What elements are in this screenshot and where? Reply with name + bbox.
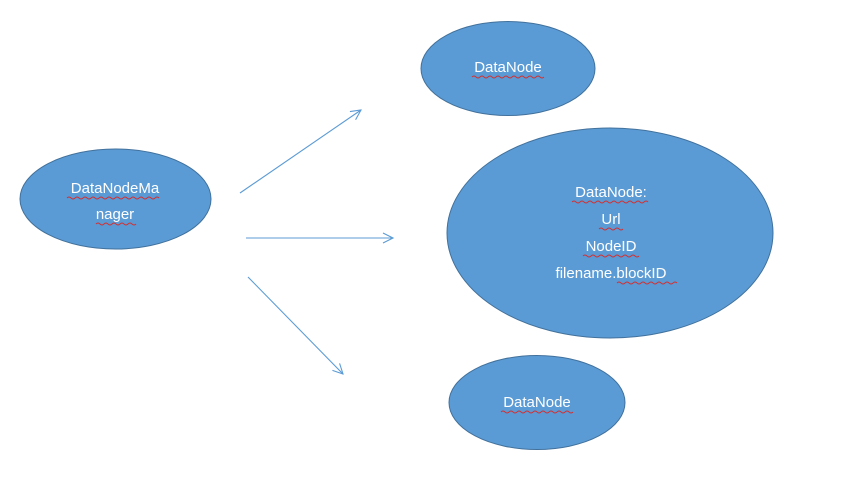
- spellcheck-underline: [582, 254, 640, 258]
- datanode-manager-node: DataNodeMa nager: [19, 148, 212, 250]
- spellcheck-underline: [66, 196, 160, 200]
- datanode-top-shape: [420, 21, 596, 116]
- datanode-bottom-shape: [448, 355, 626, 450]
- datanode-manager-shape: [19, 148, 212, 250]
- datanode-detail-line4: filename.blockID: [556, 265, 667, 282]
- datanode-manager-label-line2: nager: [96, 206, 134, 223]
- datanode-top-label: DataNode: [474, 59, 542, 76]
- spellcheck-underline: [500, 410, 574, 414]
- arrow-to-bottom-datanode: [247, 276, 343, 374]
- datanode-detail-node: DataNode: Url NodeID filename.blockID: [446, 127, 774, 339]
- datanode-manager-label-line1: DataNodeMa: [71, 180, 160, 197]
- datanode-detail-line2: Url: [601, 211, 620, 228]
- datanode-bottom-node: DataNode: [448, 355, 626, 450]
- datanode-top-node: DataNode: [420, 21, 596, 116]
- datanode-detail-line1: DataNode:: [575, 184, 647, 201]
- spellcheck-underline: [95, 222, 137, 226]
- datanode-detail-line3: NodeID: [586, 238, 637, 255]
- spellcheck-underline: [598, 227, 624, 231]
- spellcheck-underline: [471, 75, 545, 79]
- spellcheck-underline: [571, 200, 649, 204]
- datanode-bottom-label: DataNode: [503, 394, 571, 411]
- datanode-detail-shape: [446, 127, 774, 339]
- spellcheck-underline: [616, 281, 678, 285]
- arrow-to-top-datanode: [239, 110, 361, 194]
